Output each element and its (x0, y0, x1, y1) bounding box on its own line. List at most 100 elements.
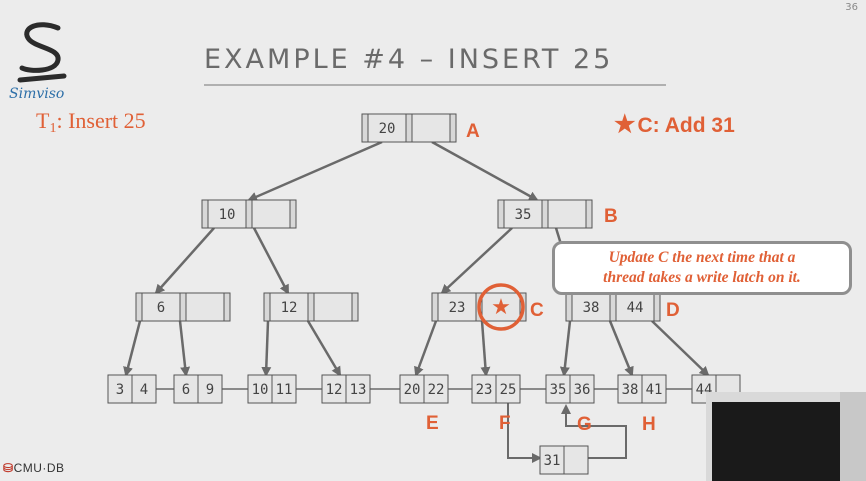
node-key: 6 (157, 300, 165, 316)
key-cell (437, 292, 477, 322)
key-cell (503, 199, 543, 229)
node-6: 6 (135, 292, 231, 322)
key-cell (411, 113, 451, 143)
footer-brand: ⛁CMU·DB (3, 461, 65, 475)
leaf-key: 20 (404, 382, 421, 398)
key-cell (615, 292, 655, 322)
video-edge (840, 392, 866, 481)
key-cell (251, 199, 291, 229)
label-a: A (466, 121, 480, 142)
pending-update-note: ★C: Add 31 (614, 110, 735, 139)
leaf-cell (563, 445, 589, 475)
label-b: B (604, 206, 618, 227)
star-icon: ★ (614, 111, 636, 138)
footer-brand-text: CMU·DB (13, 461, 65, 475)
leaf-key: 31 (544, 453, 561, 469)
tree-edge (651, 320, 710, 377)
leaf-key: 35 (550, 382, 567, 398)
leaf-key: 3 (116, 382, 124, 398)
node-key: 12 (281, 300, 298, 316)
tree-edge (414, 320, 438, 377)
edge-root-left (247, 140, 383, 202)
leaf-key: 23 (476, 382, 493, 398)
title-underline (204, 84, 666, 86)
leaf-12-13: 12 13 (321, 374, 371, 404)
slide-title: EXAMPLE #4 – INSERT 25 (204, 44, 614, 75)
leaf-cell (641, 374, 667, 404)
edge-31-to-g (561, 404, 627, 459)
leaf-cell (471, 374, 497, 404)
logo-text: Simviso (9, 86, 65, 102)
node-g: 35 36 (545, 374, 595, 404)
node-key: 20 (379, 121, 396, 137)
node-b: 35 (497, 199, 593, 229)
edge-f-to-31 (507, 403, 542, 463)
leaf-cell (247, 374, 273, 404)
leaf-cell (495, 374, 521, 404)
leaf-cell (271, 374, 297, 404)
leaf-key: 13 (350, 382, 367, 398)
leaf-cell (197, 374, 223, 404)
star-highlight-ring (477, 283, 525, 331)
key-cell (313, 292, 353, 322)
transaction-name: T (36, 108, 50, 133)
star-icon: ★ (491, 294, 511, 319)
tree-edge (440, 227, 513, 295)
key-cell (269, 292, 309, 322)
node-key: 10 (219, 207, 236, 223)
video-frame (712, 402, 840, 481)
node-key: 35 (515, 207, 532, 223)
label-d: D (666, 300, 680, 321)
tree-edges (123, 140, 710, 463)
edge-root-right (431, 140, 539, 202)
leaf-cell (345, 374, 371, 404)
page-number: 36 (845, 2, 858, 13)
key-cell (367, 113, 407, 143)
key-cell (207, 199, 247, 229)
key-cell (571, 292, 611, 322)
label-e: E (426, 413, 439, 434)
leaf-key: 10 (252, 382, 269, 398)
cmu-db-icon: ⛁ (3, 461, 14, 475)
key-cell (481, 292, 521, 322)
node-a: 20 (361, 113, 457, 143)
pending-note-text: C: Add 31 (637, 114, 735, 137)
leaf-cell (569, 374, 595, 404)
key-cell (185, 292, 225, 322)
tree-edge (608, 320, 634, 377)
leaf-cell (423, 374, 449, 404)
tree-edge (154, 227, 215, 295)
presenter-video-thumbnail (706, 392, 866, 481)
leaf-cell (131, 374, 157, 404)
tree-edge (306, 320, 342, 377)
tree-edge (480, 320, 491, 377)
leaf-key: 22 (428, 382, 445, 398)
callout-line-1: Update C the next time that a (608, 249, 796, 266)
leaf-cell (617, 374, 643, 404)
leaf-key: 12 (326, 382, 343, 398)
tree-edge (123, 320, 142, 377)
node-12: 12 (263, 292, 359, 322)
transaction-action: : Insert 25 (56, 108, 146, 133)
node-key: 44 (627, 300, 644, 316)
node-key: 38 (583, 300, 600, 316)
transaction-label: T1: Insert 25 (36, 108, 146, 137)
update-callout: Update C the next time that a thread tak… (552, 241, 852, 295)
leaf-key: 38 (622, 382, 639, 398)
leaf-key: 11 (276, 382, 293, 398)
label-f: F (499, 413, 511, 434)
leaf-key: 4 (140, 382, 148, 398)
leaf-key: 6 (182, 382, 190, 398)
node-c: 23★ (431, 292, 527, 322)
leaf-key: 36 (574, 382, 591, 398)
tree-edge (261, 320, 272, 377)
label-c: C (530, 300, 544, 321)
